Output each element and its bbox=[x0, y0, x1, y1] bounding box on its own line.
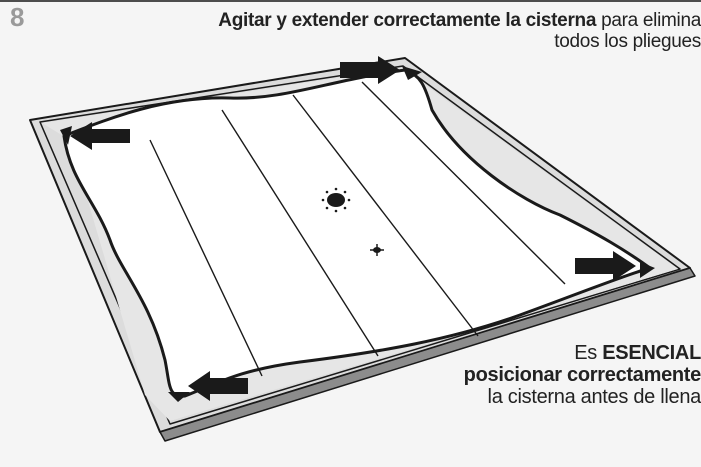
liner-seam bbox=[221, 109, 379, 357]
note-line-1-regular: Es bbox=[574, 342, 603, 364]
instruction-line-1: Agitar y extender correctamente la ciste… bbox=[61, 10, 701, 31]
instruction-rest: para elimina bbox=[596, 10, 701, 31]
liner-seam bbox=[361, 81, 566, 285]
liner-corner-tab bbox=[640, 262, 655, 278]
skimmer-hole-icon bbox=[321, 187, 351, 213]
instruction-text: Agitar y extender correctamente la ciste… bbox=[61, 10, 701, 52]
note-line-3: la cisterna antes de llena bbox=[487, 386, 701, 408]
liner-corner-tab bbox=[402, 66, 422, 80]
liner-corner-tab bbox=[168, 392, 190, 402]
liner-corner-tab bbox=[60, 126, 72, 145]
drain-hole-icon bbox=[370, 244, 384, 256]
instruction-bold: Agitar y extender correctamente la ciste… bbox=[218, 10, 597, 31]
note-line-1: Es ESENCIAL bbox=[361, 342, 701, 364]
step-number: 8 bbox=[10, 2, 25, 32]
arrow-icon bbox=[340, 56, 400, 84]
important-note: Es ESENCIAL posicionar correctamente la … bbox=[361, 342, 701, 408]
top-rule bbox=[0, 0, 701, 2]
arrow-icon bbox=[70, 122, 130, 150]
pool-frame-shadow bbox=[159, 267, 696, 442]
note-line-1-bold: ESENCIAL bbox=[602, 342, 701, 364]
arrow-icon bbox=[188, 371, 248, 401]
arrow-icon bbox=[575, 251, 636, 281]
note-line-2: posicionar correctamente bbox=[463, 364, 701, 386]
liner-seam bbox=[149, 139, 263, 377]
liner-seam bbox=[292, 94, 479, 337]
liner-sheet bbox=[62, 68, 652, 398]
instruction-line-2: todos los pliegues bbox=[554, 31, 701, 52]
